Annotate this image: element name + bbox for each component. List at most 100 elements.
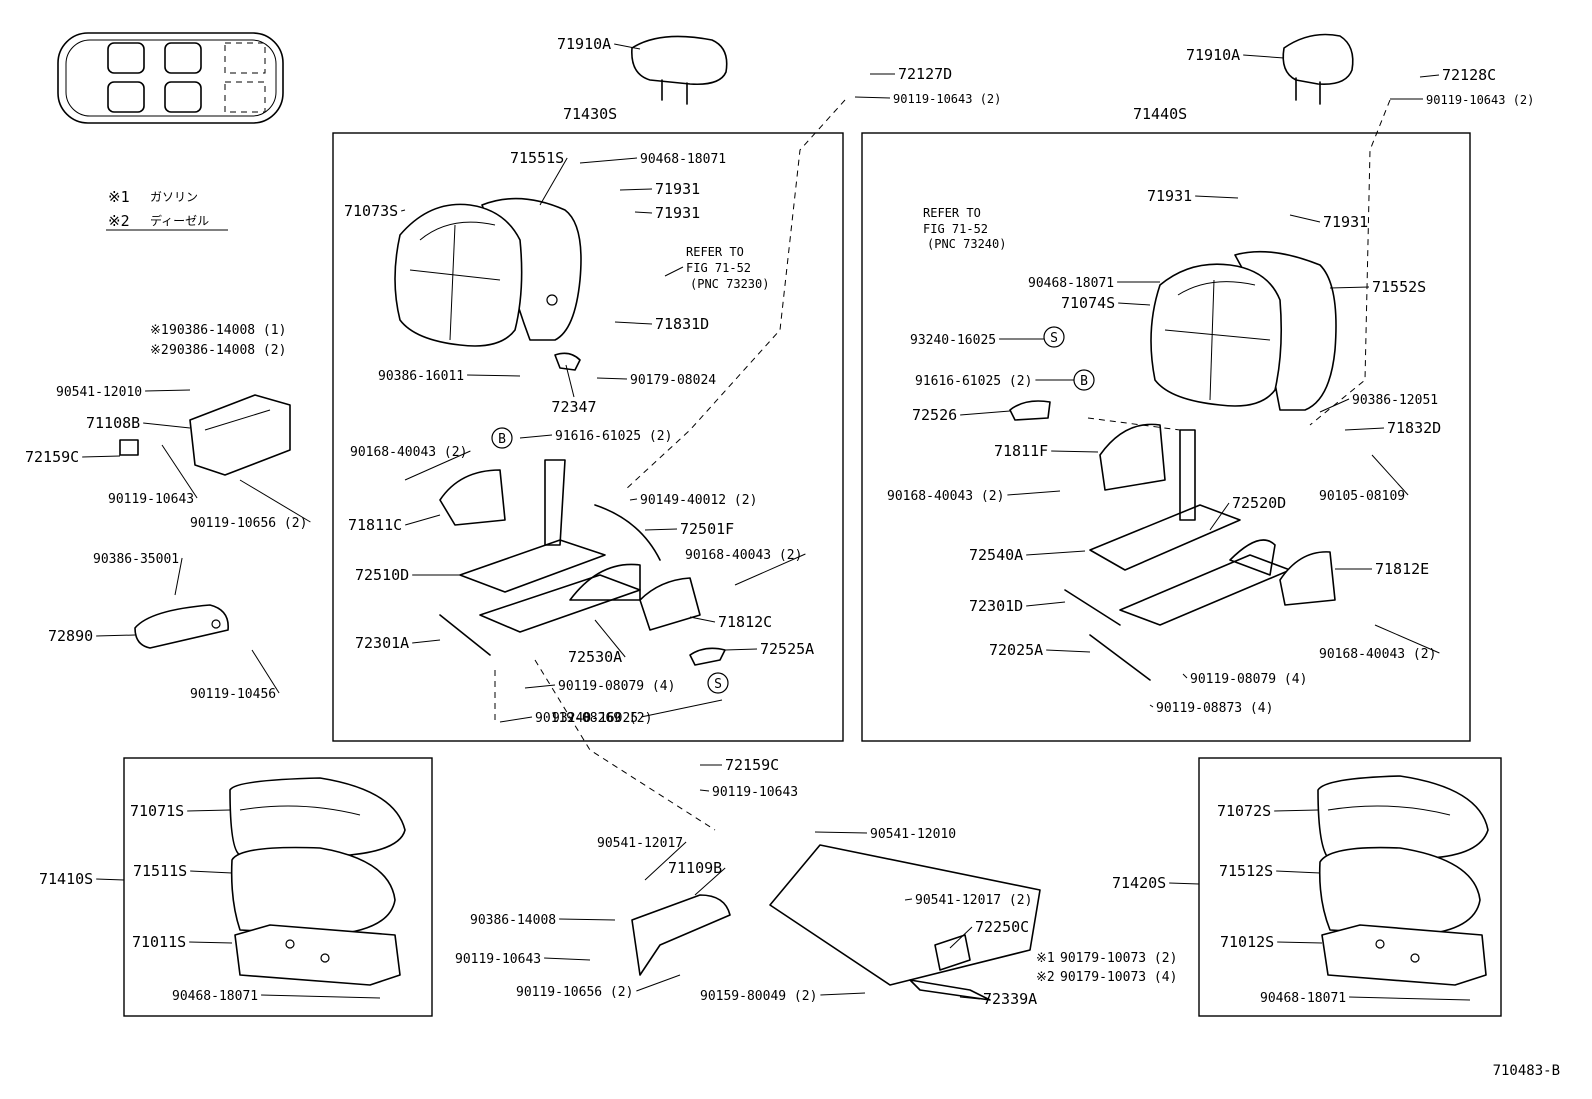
part-label: 90386-14008 (2): [169, 343, 286, 358]
leader-line: [161, 444, 198, 499]
part-label: 90179-08024: [630, 373, 716, 388]
leader-line: [1182, 673, 1188, 679]
part-label: 71831D: [655, 315, 709, 333]
leader-line: [596, 377, 628, 380]
leader-line: [539, 157, 568, 206]
part-label: 90168-40043 (2): [350, 445, 467, 460]
part-label: 72501F: [680, 520, 734, 538]
part-label: 90119-10656 (2): [190, 516, 307, 531]
variant-mark: ※1: [150, 323, 169, 338]
leader-line: [96, 634, 136, 637]
leader-line: [644, 528, 678, 531]
legend-mark: ※1: [108, 188, 130, 206]
part-label: 71420S: [1112, 874, 1166, 892]
part-label: 72525A: [760, 640, 814, 658]
leader-line: [524, 684, 556, 689]
leader-line: [412, 639, 441, 644]
leader-line: [499, 716, 533, 723]
leader-line: [640, 699, 723, 718]
leader-line: [664, 266, 684, 277]
part-label: 90179-10073 (4): [1060, 970, 1177, 985]
part-label: 72159C: [725, 756, 779, 774]
leader-line: [519, 434, 553, 439]
callout-circle: [1043, 326, 1065, 348]
vehicle-plan-icon: [57, 32, 284, 124]
part-label: 71074S: [1061, 294, 1115, 312]
part-label: 90119-10643: [108, 492, 194, 507]
part-label: FIG 71-52: [686, 261, 751, 275]
part-label: 90179-10073 (2): [1060, 951, 1177, 966]
callout-letter: S: [1050, 331, 1058, 346]
part-label: 90386-12051: [1352, 393, 1438, 408]
leader-line: [1046, 649, 1091, 653]
part-label: 72301A: [355, 634, 409, 652]
leader-line: [405, 514, 441, 526]
legend-mark: ※2: [108, 212, 130, 230]
part-label: 71812E: [1375, 560, 1429, 578]
part-label: 71073S: [344, 202, 398, 220]
leader-line: [614, 321, 653, 325]
part-label: 71512S: [1219, 862, 1273, 880]
leader-line: [401, 209, 406, 212]
legend-text: ディーゼル: [150, 213, 209, 228]
part-label: 72128C: [1442, 66, 1496, 84]
part-label: 72540A: [969, 546, 1023, 564]
part-label: 90119-08269 (2): [535, 711, 652, 726]
leader-line: [1344, 427, 1385, 431]
part-label: FIG 71-52: [923, 222, 988, 236]
leader-line: [594, 619, 626, 658]
part-label: 90119-08873 (4): [1156, 701, 1273, 716]
leader-line: [261, 994, 381, 999]
variant-mark: ※2: [150, 343, 169, 358]
leader-line: [404, 450, 471, 481]
leader-line: [619, 188, 653, 191]
part-label: 71071S: [130, 802, 184, 820]
leader-line: [814, 831, 868, 834]
leader-line: [820, 992, 866, 996]
seatback-left: [394, 197, 582, 347]
part-label: 72890: [48, 627, 93, 645]
leader-line: [904, 898, 913, 901]
part-label: 71551S: [510, 149, 564, 167]
leader-line: [694, 867, 726, 896]
leader-line: [544, 957, 591, 961]
seatback-right: [1150, 250, 1337, 411]
part-label: (PNC 73240): [927, 237, 1006, 251]
part-label: 90386-35001: [93, 552, 179, 567]
part-label: 71072S: [1217, 802, 1271, 820]
callout-circle: [1073, 369, 1095, 391]
part-label: 72510D: [355, 566, 409, 584]
part-label: 90541-12010: [870, 827, 956, 842]
seat-rails-left: [439, 352, 726, 666]
part-label: 71931: [1147, 187, 1192, 205]
part-label: 90119-10643 (2): [1426, 93, 1534, 107]
part-label: 90119-10456: [190, 687, 276, 702]
under-tray: [769, 844, 1041, 1001]
bracket-71108B: [119, 394, 291, 476]
part-label: 71811F: [994, 442, 1048, 460]
leader-line: [239, 479, 311, 523]
part-label: 93240-16025: [910, 333, 996, 348]
leader-line: [949, 926, 973, 949]
part-label: 90168-40043 (2): [1319, 647, 1436, 662]
leader-line: [190, 870, 233, 874]
variant-mark: ※2: [1036, 970, 1055, 985]
leader-line: [1209, 502, 1230, 531]
part-label: 71011S: [132, 933, 186, 951]
part-label: 71832D: [1387, 419, 1441, 437]
leader-line: [614, 43, 641, 50]
callout-circle: [707, 672, 729, 694]
part-label: 90386-16011: [378, 369, 464, 384]
leader-line: [644, 841, 687, 881]
callout-letter: S: [714, 677, 722, 692]
part-label: REFER TO: [923, 206, 981, 220]
part-label: 72250C: [975, 918, 1029, 936]
part-label: 71440S: [1133, 105, 1187, 123]
leader-line: [636, 974, 681, 992]
part-label: 90541-12017: [597, 836, 683, 851]
part-label: 90468-18071: [172, 989, 258, 1004]
frame-right-seat: [861, 132, 1471, 742]
part-label: 71430S: [563, 105, 617, 123]
cushion-left: [229, 777, 406, 986]
part-label: 90386-14008 (1): [169, 323, 286, 338]
